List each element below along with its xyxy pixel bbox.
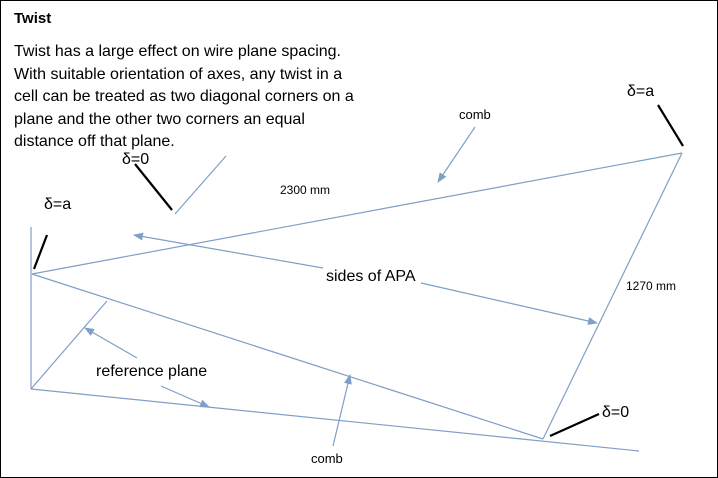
delta-0-bottom-marker [549, 412, 600, 438]
intro-line: plane and the other two corners an equal [14, 110, 305, 128]
length-2300-label: 2300 mm [280, 183, 330, 197]
delta-0-top-marker [134, 163, 173, 211]
intro-line: Twist has a large effect on wire plane s… [14, 43, 341, 60]
delta-a-right-marker [657, 104, 684, 147]
reference-arrow-up [84, 327, 138, 359]
reference-arrow-right [160, 385, 210, 408]
comb-top-label: comb [459, 107, 491, 122]
intro-line: With suitable orientation of axes, any t… [14, 65, 343, 83]
sides-of-apa-label: sides of APA [326, 268, 416, 285]
intro-line: cell can be treated as two diagonal corn… [14, 88, 354, 105]
apa-right-edge [542, 152, 683, 440]
apa-top-edge [31, 152, 683, 275]
intro-text: Twist has a large effect on wire plane s… [14, 41, 394, 154]
reference-plane-edge [30, 388, 640, 452]
delta-0-top-label: δ=0 [122, 151, 149, 168]
comb-top-arrow [437, 126, 476, 183]
comb-bottom-label: comb [311, 451, 343, 466]
slide-title: Twist [14, 10, 52, 27]
comb-bottom-arrow [332, 374, 352, 447]
length-1270-label: 1270 mm [626, 279, 676, 293]
delta-a-left-marker [32, 234, 49, 270]
intro-line: distance off that plane. [14, 133, 175, 150]
delta-a-right-label: δ=a [627, 83, 654, 100]
delta-0-bottom-label: δ=0 [602, 404, 629, 421]
sides-arrow-right [420, 282, 598, 325]
reference-plane-label: reference plane [96, 363, 207, 380]
apa-bottom-edge [31, 273, 544, 440]
sides-arrow-left [133, 232, 324, 269]
delta-a-left-label: δ=a [44, 196, 71, 213]
reference-diagonal [30, 300, 108, 390]
reference-slant [174, 155, 227, 215]
